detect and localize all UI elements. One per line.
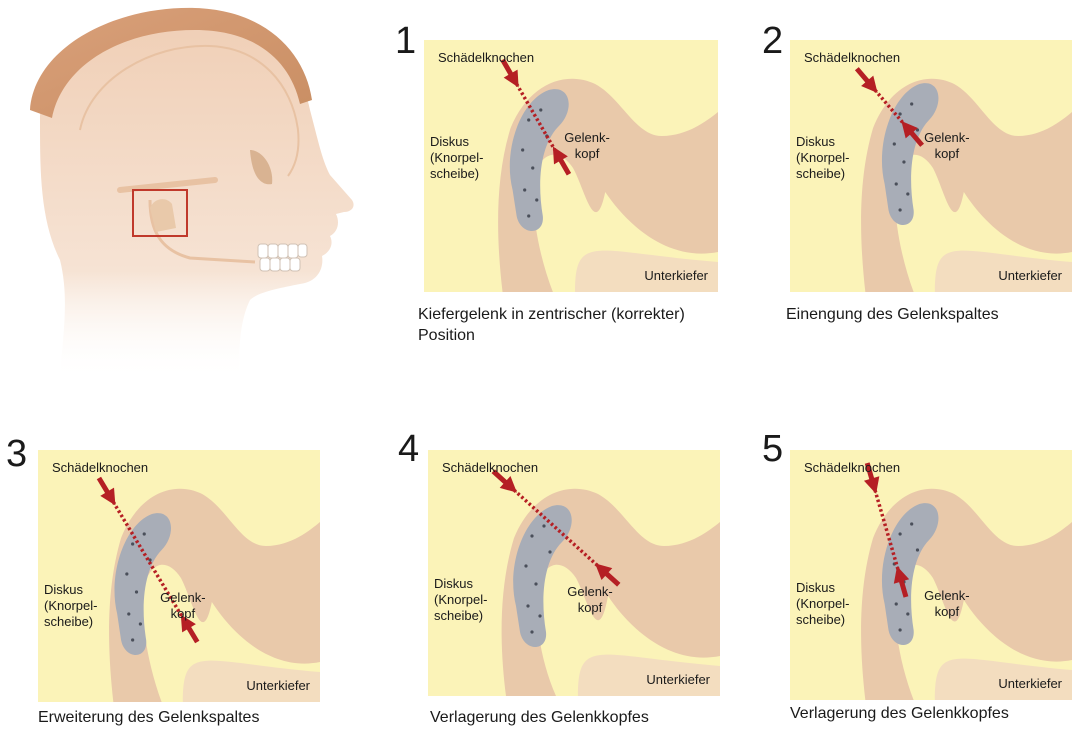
label-mandible: Unterkiefer bbox=[998, 268, 1062, 283]
disc-dot bbox=[135, 590, 138, 593]
panel-caption: Erweiterung des Gelenkspaltes bbox=[38, 707, 259, 728]
head-skull-illustration bbox=[0, 0, 370, 380]
disc-dot bbox=[898, 112, 901, 115]
disc-dot bbox=[530, 630, 533, 633]
disc-dot bbox=[534, 582, 537, 585]
joint-panel-1: SchädelknochenDiskus(Knorpel-scheibe)Gel… bbox=[424, 40, 718, 292]
disc-dot bbox=[910, 522, 913, 525]
disc-dot bbox=[524, 564, 527, 567]
joint-panel-4: SchädelknochenDiskus(Knorpel-scheibe)Gel… bbox=[428, 450, 720, 696]
caption-line: Erweiterung des Gelenkspaltes bbox=[38, 707, 259, 728]
disc-dot bbox=[898, 628, 901, 631]
disc-dot bbox=[916, 548, 919, 551]
disc-dot bbox=[906, 192, 909, 195]
disc-dot bbox=[526, 604, 529, 607]
panel-number: 1 bbox=[395, 22, 416, 60]
disc-dot bbox=[539, 108, 542, 111]
label-skull-bone: Schädelknochen bbox=[442, 460, 538, 475]
label-mandible: Unterkiefer bbox=[644, 268, 708, 283]
panel-caption: Verlagerung des Gelenkkopfes bbox=[790, 703, 1009, 724]
disc-dot bbox=[143, 532, 146, 535]
disc-dot bbox=[139, 622, 142, 625]
label-mandible: Unterkiefer bbox=[246, 678, 310, 693]
label-mandible: Unterkiefer bbox=[646, 672, 710, 687]
disc-dot bbox=[895, 182, 898, 185]
panel-number: 5 bbox=[762, 430, 783, 468]
joint-panel-5: SchädelknochenDiskus(Knorpel-scheibe)Gel… bbox=[790, 450, 1072, 700]
disc-dot bbox=[898, 208, 901, 211]
disc-dot bbox=[131, 638, 134, 641]
joint-panel-3: SchädelknochenDiskus(Knorpel-scheibe)Gel… bbox=[38, 450, 320, 702]
panel-caption: Einengung des Gelenkspaltes bbox=[786, 304, 999, 325]
disc-dot bbox=[906, 612, 909, 615]
caption-line: Verlagerung des Gelenkkopfes bbox=[430, 707, 649, 728]
disc-dot bbox=[531, 166, 534, 169]
panel-number: 3 bbox=[6, 435, 27, 473]
label-skull-bone: Schädelknochen bbox=[804, 50, 900, 65]
caption-line: Position bbox=[418, 325, 685, 346]
disc-dot bbox=[521, 148, 524, 151]
disc-dot bbox=[895, 602, 898, 605]
disc-dot bbox=[902, 160, 905, 163]
disc-dot bbox=[523, 188, 526, 191]
label-skull-bone: Schädelknochen bbox=[438, 50, 534, 65]
panel-number: 4 bbox=[398, 430, 419, 468]
disc-dot bbox=[548, 550, 551, 553]
label-mandible: Unterkiefer bbox=[998, 676, 1062, 691]
label-skull-bone: Schädelknochen bbox=[52, 460, 148, 475]
disc-dot bbox=[893, 142, 896, 145]
disc-dot bbox=[127, 612, 130, 615]
disc-dot bbox=[542, 524, 545, 527]
disc-dot bbox=[538, 614, 541, 617]
panel-caption: Kiefergelenk in zentrischer (korrekter)P… bbox=[418, 304, 685, 346]
disc-dot bbox=[910, 102, 913, 105]
disc-dot bbox=[125, 572, 128, 575]
disc-dot bbox=[530, 534, 533, 537]
disc-dot bbox=[527, 118, 530, 121]
disc-dot bbox=[898, 532, 901, 535]
label-skull-bone: Schädelknochen bbox=[804, 460, 900, 475]
head-skin-icon bbox=[40, 18, 354, 380]
joint-panel-2: SchädelknochenDiskus(Knorpel-scheibe)Gel… bbox=[790, 40, 1072, 292]
disc-dot bbox=[527, 214, 530, 217]
panel-caption: Verlagerung des Gelenkkopfes bbox=[430, 707, 649, 728]
disc-dot bbox=[535, 198, 538, 201]
disc-dot bbox=[131, 542, 134, 545]
caption-line: Verlagerung des Gelenkkopfes bbox=[790, 703, 1009, 724]
caption-line: Einengung des Gelenkspaltes bbox=[786, 304, 999, 325]
panel-number: 2 bbox=[762, 22, 783, 60]
caption-line: Kiefergelenk in zentrischer (korrekter) bbox=[418, 304, 685, 325]
